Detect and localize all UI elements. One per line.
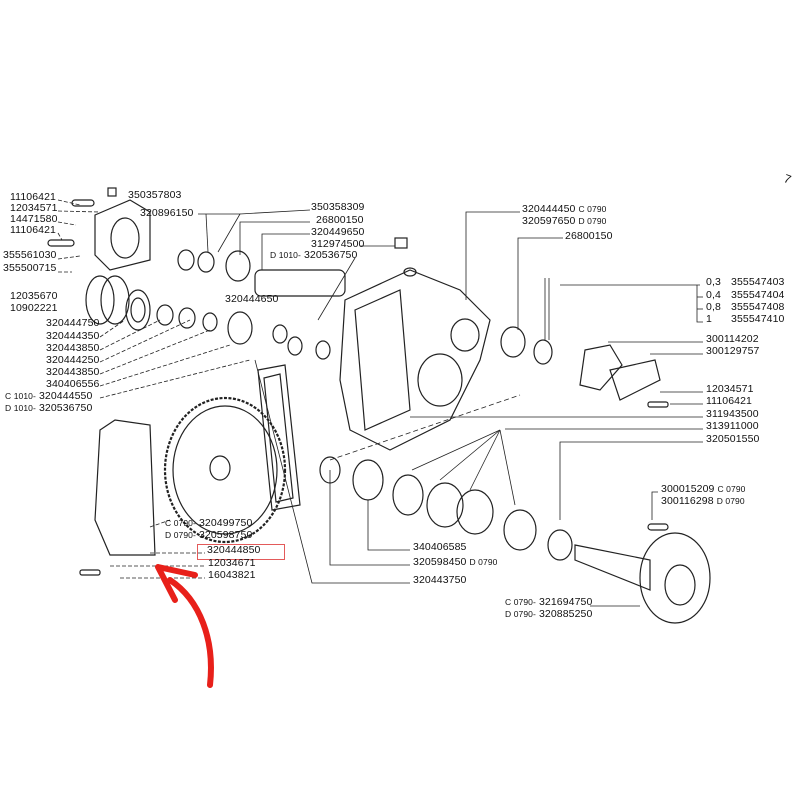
part-number: 320536750 (38, 402, 93, 414)
part-number: 320499750 (198, 517, 253, 529)
part-label: 320444650 (225, 293, 279, 305)
part-label: 320896150 (140, 207, 194, 219)
part-number: 320598750 (198, 529, 253, 541)
highlighted-part-label[interactable]: 320444850 (207, 544, 261, 556)
part-label: 320449650 (311, 226, 365, 238)
variant-prefix: C 1010- (5, 391, 36, 401)
part-label: 11106421 (10, 224, 56, 236)
part-label: 320444350 (46, 330, 100, 342)
solid-leaders (198, 209, 703, 607)
variant-suffix: D 0790 (578, 216, 607, 226)
gearbox-housing (329, 267, 521, 461)
shim-thickness: 0,4 (706, 289, 721, 301)
shim-thickness: 0,8 (706, 301, 721, 313)
variant-label: C 1010-320444550 (5, 391, 92, 402)
part-label: 355500715 (3, 262, 57, 274)
variant-label: D 0790-320598750 (165, 530, 252, 541)
part-label: 350357803 (128, 189, 182, 201)
part-number: 320444450 (522, 203, 576, 215)
part-label: 300114202 (706, 333, 759, 345)
shim-label: 0,3 355547403 (706, 277, 785, 288)
part-label: 11106421 (10, 191, 56, 203)
part-number: 355547404 (731, 289, 785, 301)
part-label: 12034571 (10, 202, 58, 214)
part-label: 320443850 (46, 366, 100, 378)
shim-label: 0,8 355547408 (706, 302, 785, 313)
variant-prefix: D 1010- (270, 250, 301, 260)
variant-prefix: D 1010- (5, 403, 36, 413)
part-number: 320885250 (538, 608, 593, 620)
part-number: 320444550 (38, 390, 93, 402)
part-label: 11106421 (706, 395, 752, 407)
part-number: 355547408 (731, 301, 785, 313)
variant-label: C 0790-321694750 (505, 597, 592, 608)
shim-thickness: 1 (706, 313, 712, 325)
part-label: 26800150 (565, 230, 613, 242)
part-label: 10902221 (10, 302, 58, 314)
side-cover (79, 419, 156, 576)
variant-label: D 1010-320536750 (270, 250, 357, 261)
variant-prefix: D 0790- (505, 609, 536, 619)
variant-suffix: C 0790 (578, 204, 607, 214)
part-label: 312974500 (311, 238, 365, 250)
part-label: 355561030 (3, 249, 57, 261)
part-number: 320536750 (303, 249, 358, 261)
part-number: 321694750 (538, 596, 593, 608)
part-label: 300129757 (706, 345, 760, 357)
bearing-housing (85, 275, 331, 360)
part-label: 313911000 (706, 420, 759, 432)
part-label: 320501550 (706, 433, 760, 445)
flange-cover (47, 187, 151, 271)
top-bearings (177, 237, 408, 297)
variant-prefix: C 0790- (165, 518, 196, 528)
part-label: 350358309 (311, 201, 365, 213)
output-shaft (574, 523, 711, 624)
part-label: 340406585 (413, 541, 467, 553)
part-label: 12035670 (10, 290, 58, 302)
variant-label: D 0790-320885250 (505, 609, 592, 620)
part-label: 26800150 (316, 214, 364, 226)
shim-label: 0,4 355547404 (706, 290, 785, 301)
part-number: 300015209 (661, 483, 715, 495)
variant-label: D 1010-320536750 (5, 403, 92, 414)
variant-label: C 0790-320499750 (165, 518, 252, 529)
part-number: 320598450 (413, 556, 467, 568)
variant-suffix: D 0790 (469, 557, 498, 567)
part-label: 12034671 (208, 557, 256, 569)
part-number: 300116298 (661, 495, 714, 507)
highlight-box (197, 544, 285, 560)
shim-thickness: 0,3 (706, 276, 721, 288)
variant-suffix: C 0790 (717, 484, 746, 494)
part-label: 320444250 (46, 354, 100, 366)
red-arrow-icon (155, 564, 214, 688)
variant-prefix: D 0790- (165, 530, 196, 540)
part-label: 16043821 (208, 569, 256, 581)
part-label: 320443850 (46, 342, 100, 354)
part-number: 320597650 (522, 215, 576, 227)
part-label: 340406556 (46, 378, 100, 390)
differential-bearings (319, 456, 573, 561)
part-label: 320444750 (46, 317, 100, 329)
part-number: 355547410 (731, 313, 785, 325)
crown-gear (163, 364, 301, 544)
part-label: 311943500 (706, 408, 759, 420)
variant-suffix: D 0790 (716, 496, 745, 506)
right-bearings (500, 326, 669, 408)
part-number: 355547403 (731, 276, 785, 288)
variant-prefix: C 0790- (505, 597, 536, 607)
part-label: 12034571 (706, 383, 754, 395)
part-label: 320443750 (413, 574, 467, 586)
part-label: 14471580 (10, 213, 58, 225)
shim-label: 1 355547410 (706, 314, 785, 325)
